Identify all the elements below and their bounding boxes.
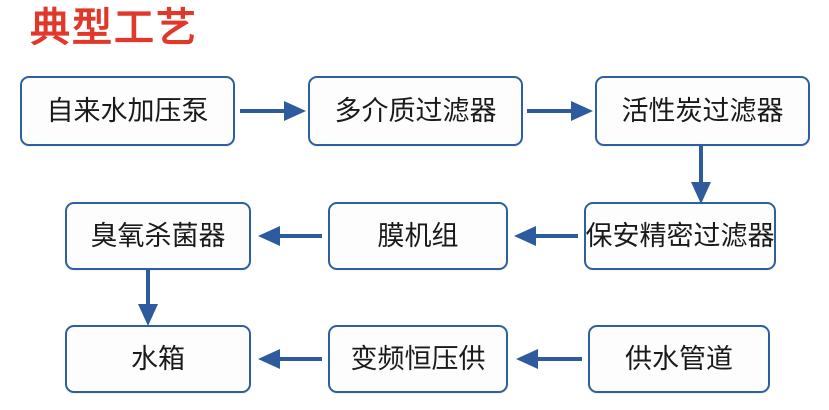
node-label: 多介质过滤器	[334, 95, 497, 126]
edge-ozone-to-watertank-arrow	[135, 270, 161, 326]
node-membrane-unit[interactable]: 膜机组	[328, 202, 508, 270]
edge-security-to-membrane-arrow	[514, 223, 578, 249]
node-water-supply-pipeline[interactable]: 供水管道	[588, 325, 770, 393]
node-label: 保安精密过滤器	[585, 220, 775, 251]
node-activated-carbon-filter[interactable]: 活性炭过滤器	[595, 76, 810, 146]
edge-vfd-to-watertank-arrow	[258, 346, 322, 372]
node-label: 供水管道	[625, 343, 733, 374]
node-security-precision-filter[interactable]: 保安精密过滤器	[584, 202, 776, 270]
node-label: 水箱	[131, 343, 185, 374]
edge-membrane-to-ozone-arrow	[258, 223, 322, 249]
edge-pump-to-mediafilter-arrow	[240, 98, 306, 124]
node-ozone-sterilizer[interactable]: 臭氧杀菌器	[65, 202, 251, 270]
node-label: 膜机组	[377, 220, 459, 251]
node-multi-media-filter[interactable]: 多介质过滤器	[308, 76, 523, 146]
page-title: 典型工艺	[30, 6, 198, 50]
node-vfd-constant-pressure-supply[interactable]: 变频恒压供	[328, 325, 508, 393]
edge-carbon-to-security-arrow	[688, 146, 714, 204]
node-label: 臭氧杀菌器	[90, 220, 226, 251]
node-water-tank[interactable]: 水箱	[65, 325, 251, 393]
edge-pipeline-to-vfd-arrow	[516, 346, 582, 372]
node-label: 自来水加压泵	[46, 95, 209, 126]
node-label: 变频恒压供	[350, 343, 486, 374]
edge-mediafilter-to-carbon-arrow	[527, 98, 593, 124]
node-tap-water-booster-pump[interactable]: 自来水加压泵	[20, 76, 235, 146]
node-label: 活性炭过滤器	[621, 95, 784, 126]
